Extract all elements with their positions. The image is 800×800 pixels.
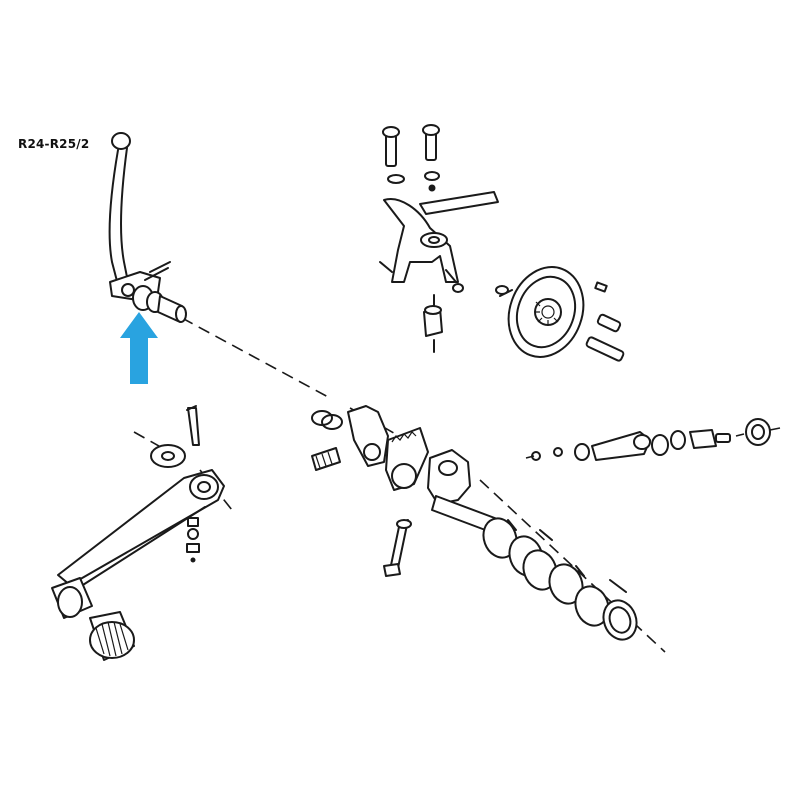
selector-shaft (383, 449, 501, 577)
model-label: R24-R25/2 (18, 137, 90, 151)
shift-fork-assembly (379, 124, 499, 353)
foot-shift-lever (51, 405, 233, 619)
ratchet-assembly (311, 405, 429, 491)
selector-disc (495, 266, 625, 362)
lever-shaft-stub (132, 285, 187, 323)
linkage-parts (525, 418, 781, 461)
foot-peg-rubber (89, 611, 135, 661)
return-springs (482, 517, 638, 641)
hand-lever (108, 132, 171, 301)
highlight-arrow (120, 312, 158, 384)
